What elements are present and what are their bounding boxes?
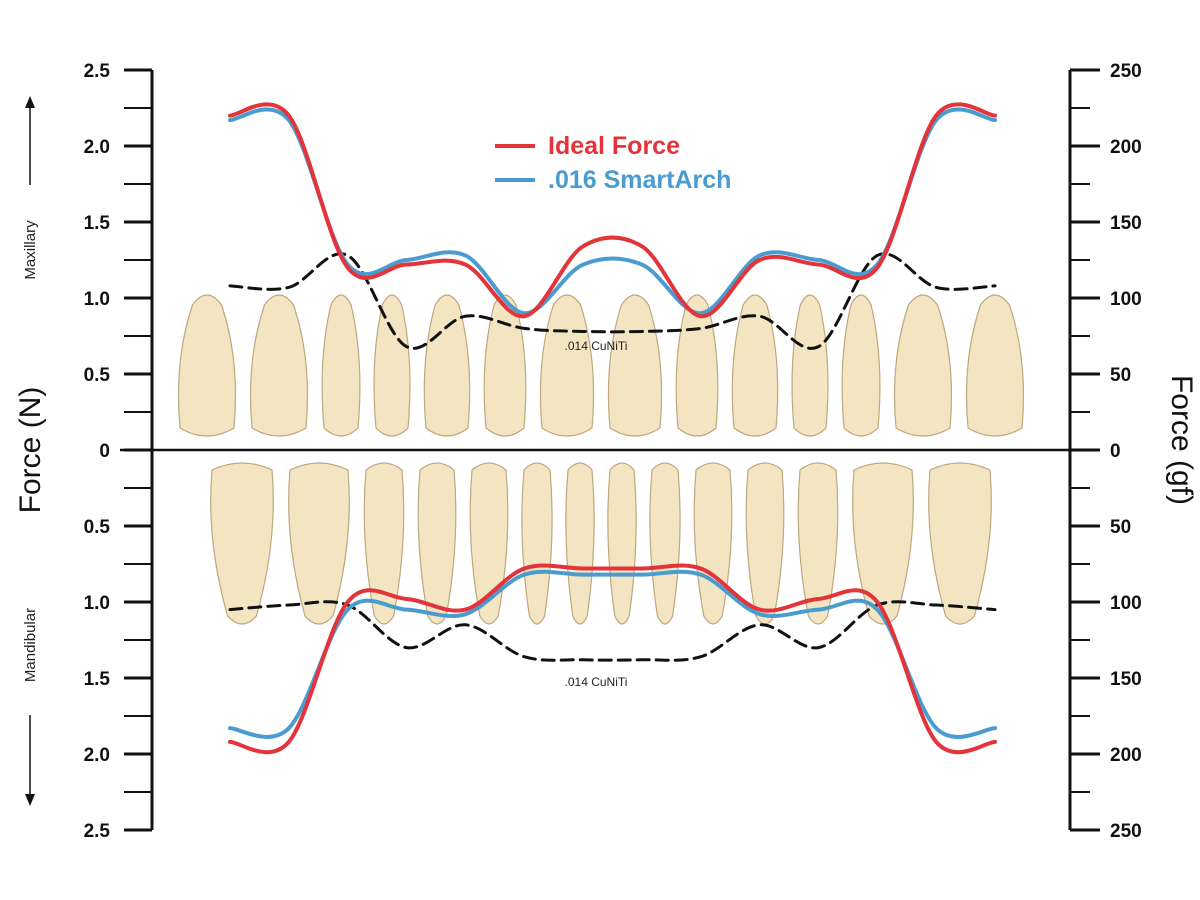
- cuniti-label-upper: .014 CuNiTi: [565, 339, 628, 353]
- mandibular-label: Mandibular: [22, 608, 39, 682]
- mandibular-tooth-9: [649, 462, 681, 625]
- mandibular-tooth-7: [565, 462, 595, 625]
- mandibular-tooth-4: [417, 462, 457, 625]
- right-tick-label: 150: [1110, 213, 1142, 234]
- left-tick-label: 2.5: [84, 821, 111, 842]
- maxillary-tooth-10: [731, 294, 779, 437]
- cuniti-label-lower: .014 CuNiTi: [565, 675, 628, 689]
- maxillary-tooth-2: [249, 294, 309, 437]
- mandibular-tooth-3: [363, 462, 405, 625]
- series-line-014-cuniti-mandibular: [228, 600, 997, 662]
- left-tick-label: 2.5: [84, 61, 111, 82]
- left-tick-label: 2.0: [84, 745, 110, 766]
- mandibular-tooth-5: [469, 462, 509, 625]
- legend-label-smartarch: .016 SmartArch: [548, 166, 731, 194]
- mandibular-tooth-12: [797, 462, 839, 625]
- maxillary-tooth-5: [423, 294, 471, 437]
- maxillary-tooth-6: [483, 294, 527, 437]
- left-tick-label: 0.5: [84, 365, 111, 386]
- right-tick-label: 100: [1110, 593, 1142, 614]
- mandibular-tooth-1: [210, 462, 274, 625]
- mandibular-tooth-11: [745, 462, 785, 625]
- left-tick-label: 2.0: [84, 137, 110, 158]
- right-ticks: [1070, 68, 1100, 832]
- mandibular-teeth: [210, 462, 992, 625]
- left-tick-label-zero: 0: [99, 441, 110, 462]
- maxillary-label: Maxillary: [22, 220, 39, 280]
- left-tick-label: 1.5: [84, 669, 111, 690]
- mandibular-tooth-6: [521, 462, 553, 625]
- series-line-ideal-force-maxillary: [228, 102, 997, 319]
- maxillary-tooth-7: [539, 294, 595, 437]
- maxillary-tooth-11: [791, 294, 829, 437]
- maxillary-tooth-1: [177, 294, 237, 437]
- mandibular-arrow-head-icon: [25, 794, 35, 806]
- right-tick-label: 100: [1110, 289, 1142, 310]
- mandibular-tooth-8: [607, 462, 637, 625]
- legend-label-ideal-force: Ideal Force: [548, 132, 680, 160]
- series: [228, 102, 997, 755]
- axes: [120, 68, 1100, 832]
- maxillary-arrow-head-icon: [25, 96, 35, 108]
- left-tick-labels: 2.5 2.0 1.5 1.0 0.5 0 0.5 1.0 1.5 2.0 2.5: [84, 61, 111, 842]
- right-tick-label: 50: [1110, 517, 1131, 538]
- mandibular-tooth-14: [928, 462, 992, 625]
- maxillary-teeth: [177, 294, 1025, 437]
- legend: Ideal Force .016 SmartArch: [495, 132, 731, 194]
- maxillary-tooth-3: [321, 294, 361, 437]
- mandibular-tooth-2: [288, 462, 350, 625]
- right-tick-label: 250: [1110, 821, 1142, 842]
- left-ticks: [124, 68, 152, 832]
- maxillary-tooth-8: [607, 294, 663, 437]
- right-tick-label: 200: [1110, 745, 1142, 766]
- right-tick-labels: 250 200 150 100 50 0 50 100 150 200 250: [1110, 61, 1142, 842]
- mandibular-tooth-10: [693, 462, 733, 625]
- series-line-016-smartarch-mandibular: [228, 569, 997, 739]
- maxillary-tooth-14: [965, 294, 1025, 437]
- series-line-ideal-force-mandibular: [228, 563, 997, 755]
- mandibular-tooth-13: [852, 462, 914, 625]
- right-tick-label: 250: [1110, 61, 1142, 82]
- left-tick-label: 1.0: [84, 289, 110, 310]
- maxillary-tooth-12: [841, 294, 881, 437]
- left-tick-label: 1.5: [84, 213, 111, 234]
- right-tick-label: 150: [1110, 669, 1142, 690]
- right-tick-label: 200: [1110, 137, 1142, 158]
- right-tick-label: 50: [1110, 365, 1131, 386]
- left-tick-label: 1.0: [84, 593, 110, 614]
- right-tick-label-zero: 0: [1110, 441, 1121, 462]
- maxillary-tooth-13: [893, 294, 953, 437]
- series-line-014-cuniti-maxillary: [228, 252, 997, 350]
- maxillary-tooth-4: [373, 294, 411, 437]
- left-axis-title: Force (N): [14, 387, 47, 514]
- left-tick-label: 0.5: [84, 517, 111, 538]
- right-axis-title: Force (gf): [1165, 375, 1198, 505]
